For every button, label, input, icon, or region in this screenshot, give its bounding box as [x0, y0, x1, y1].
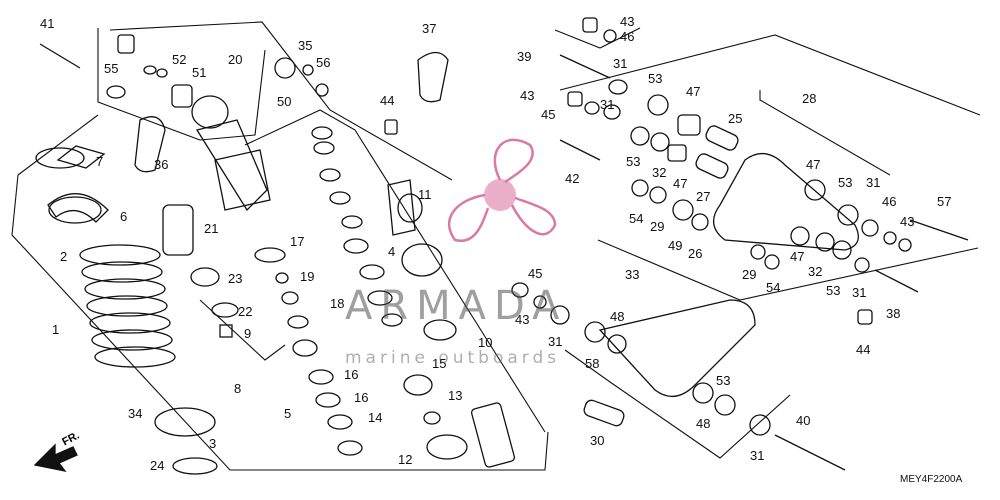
callout-18: 18 [330, 296, 345, 311]
damper-internals [275, 51, 516, 468]
callout-31-e: 31 [548, 334, 563, 349]
callout-29-a: 29 [650, 219, 665, 234]
callout-39: 39 [517, 49, 532, 64]
front-arrow-icon [33, 443, 78, 472]
callout-53-e: 53 [716, 373, 731, 388]
callout-51: 51 [192, 65, 207, 80]
callout-47-d: 47 [790, 249, 805, 264]
callout-8: 8 [234, 381, 242, 396]
callout-40: 40 [796, 413, 811, 428]
callout-13: 13 [448, 388, 463, 403]
callout-31-d: 31 [852, 285, 867, 300]
callout-30: 30 [590, 433, 605, 448]
callout-9: 9 [244, 326, 252, 341]
callout-41: 41 [40, 16, 55, 31]
callout-54-a: 54 [629, 211, 644, 226]
callout-43-top: 43 [620, 14, 635, 29]
callout-11: 11 [418, 187, 432, 202]
watermark-logo [448, 138, 557, 243]
callout-53-a: 53 [648, 71, 663, 86]
callout-31-f: 31 [750, 448, 765, 463]
callout-25: 25 [728, 111, 743, 126]
callout-23: 23 [228, 271, 243, 286]
callout-6: 6 [120, 209, 128, 224]
callout-2: 2 [60, 249, 68, 264]
callout-12: 12 [398, 452, 413, 467]
callout-46-top: 46 [620, 29, 635, 44]
callout-19: 19 [300, 269, 315, 284]
callout-47-a: 47 [686, 84, 701, 99]
callout-26: 26 [688, 246, 703, 261]
callout-7: 7 [96, 154, 104, 169]
callout-42: 42 [565, 171, 580, 186]
callout-46-b: 46 [882, 194, 897, 209]
callout-22: 22 [238, 304, 253, 319]
callout-31-b: 31 [600, 97, 615, 112]
callout-31-c: 31 [866, 175, 881, 190]
callout-4: 4 [388, 244, 396, 259]
callout-38: 38 [886, 306, 901, 321]
callout-10: 10 [478, 335, 493, 350]
callout-28: 28 [802, 91, 817, 106]
callout-16-a: 16 [344, 367, 359, 382]
callout-48-a: 48 [610, 309, 625, 324]
callout-45-a: 45 [541, 107, 556, 122]
callout-16-b: 16 [354, 390, 369, 405]
callout-17: 17 [290, 234, 305, 249]
callout-27: 27 [696, 189, 711, 204]
callout-29-b: 29 [742, 267, 757, 282]
callout-34: 34 [128, 406, 143, 421]
callout-56: 56 [316, 55, 331, 70]
callout-45-b: 45 [528, 266, 543, 281]
callout-15: 15 [432, 356, 447, 371]
callout-20: 20 [228, 52, 243, 67]
callout-47-c: 47 [673, 176, 688, 191]
callout-53-d: 53 [826, 283, 841, 298]
callout-1: 1 [52, 322, 60, 337]
watermark-tagline: marine outboards [345, 348, 561, 368]
callout-43-b: 43 [900, 214, 915, 229]
callout-36: 36 [154, 157, 169, 172]
callout-49: 49 [668, 238, 683, 253]
callout-55: 55 [104, 61, 119, 76]
callout-48-b: 48 [696, 416, 711, 431]
callout-43-a: 43 [520, 88, 535, 103]
callout-52: 52 [172, 52, 187, 67]
callout-57: 57 [937, 194, 952, 209]
callout-32-a: 32 [652, 165, 667, 180]
callout-14: 14 [368, 410, 383, 425]
callout-32-b: 32 [808, 264, 823, 279]
callout-31-a: 31 [613, 56, 628, 71]
callout-21: 21 [204, 221, 219, 236]
callout-35: 35 [298, 38, 313, 53]
callout-50: 50 [277, 94, 292, 109]
callout-3: 3 [209, 436, 217, 451]
watermark-brand: ARMADA [345, 283, 568, 329]
callout-53-c: 53 [626, 154, 641, 169]
callout-33: 33 [625, 267, 640, 282]
shock-body [39, 34, 329, 338]
callout-58: 58 [585, 356, 600, 371]
callout-24: 24 [150, 458, 165, 473]
callout-54-b: 54 [766, 280, 781, 295]
callout-47-b: 47 [806, 157, 821, 172]
callout-44-a: 44 [380, 93, 395, 108]
diagram-code: MEY4F2200A [900, 474, 963, 485]
linkage-parts [511, 17, 969, 471]
callout-37: 37 [422, 21, 437, 36]
callout-44-b: 44 [856, 342, 871, 357]
callout-5: 5 [284, 406, 292, 421]
callout-53-b: 53 [838, 175, 853, 190]
frame-lines [11, 21, 981, 471]
spring-group [35, 145, 218, 475]
callout-43-c: 43 [515, 312, 530, 327]
